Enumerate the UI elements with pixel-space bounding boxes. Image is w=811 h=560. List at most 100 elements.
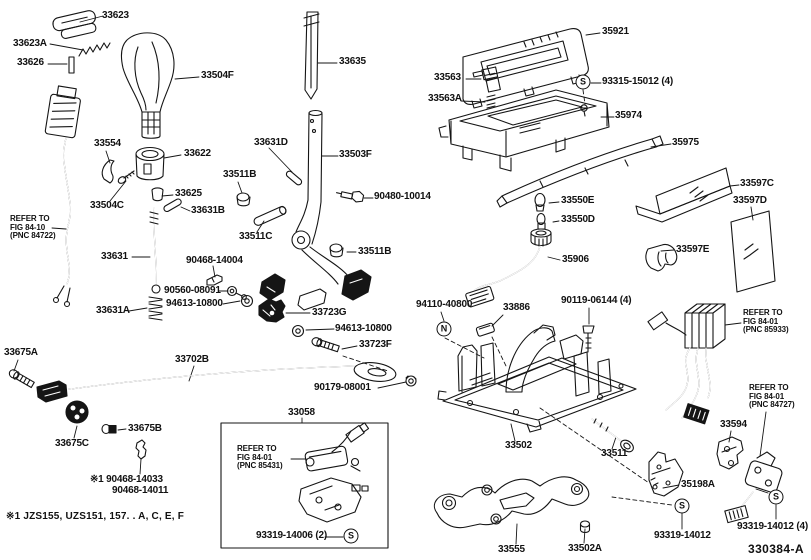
bulb-33550d [536,212,546,230]
part-label-33058: 33058 [288,407,315,418]
applicability-footnote: ※1 JZS155, UZS151, 157. . A, C, E, F [6,511,185,522]
clip-90468-14033 [135,439,147,460]
part-label-33723f: 33723F [359,339,392,350]
part-label-33503f: 33503F [339,149,372,160]
fastener-symbol-n: N [436,321,452,337]
spring-33623a [78,42,111,57]
bushing-33502a [579,520,591,534]
shift-knob-33504f [120,32,175,139]
wire-harness-85933 [647,303,726,425]
part-label-33623a: 33623A [13,38,47,49]
pin-33511c [253,205,287,226]
part-label-33511b: 33511B [223,169,257,180]
control-rod-33702b [36,362,397,403]
part-label-33597e: 33597E [676,244,710,255]
clip-90468-14004 [206,274,223,286]
cap-33675b [101,423,117,435]
bulb-33550e [534,192,546,212]
part-label-35975: 35975 [672,137,699,148]
fastener-symbol-s: S [768,489,784,505]
part-label-33886: 33886 [503,302,530,313]
figure-code: 330384-A [748,542,804,556]
clip-33554 [101,159,115,184]
part-label-35198a: 35198A [681,479,715,490]
part-label-33550d: 33550D [561,214,595,225]
indicator-housing-35974 [438,89,610,172]
part-label-33631: 33631 [101,251,128,262]
part-label-33622: 33622 [184,148,211,159]
part-label-33555: 33555 [498,544,525,555]
part-label-33597d: 33597D [733,195,767,206]
screw-33723f [311,337,340,353]
bracket-35198a [648,451,684,497]
screw-90119-06144 [582,325,595,353]
part-label-33504f: 33504F [201,70,234,81]
part-label-90468-14011: 90468-14011 [112,485,169,496]
part-label-33675b: 33675B [128,423,162,434]
bushing-33511b-lower [329,243,344,258]
part-label-94613-10800: 94613-10800 [335,323,392,334]
part-label-93319-14012-4: 93319-14012 (4) [737,521,808,532]
fastener-symbol-s: S [343,528,359,544]
cap-33625 [151,187,164,202]
part-label-33504c: 33504C [90,200,124,211]
pin-33626 [68,56,75,74]
part-label-33631a: 33631A [96,305,130,316]
part-label-33631b: 33631B [191,205,225,216]
rod-33631 [149,207,161,294]
part-label-33635: 33635 [339,56,366,67]
part-label-94613-10800: 94613-10800 [166,298,223,309]
leader-lines [13,15,777,545]
shift-lever-33503f [259,109,372,311]
part-label-33626: 33626 [17,57,44,68]
screw-33504c [117,170,135,184]
spring-33631a [148,296,163,321]
key-interlock-solenoid-assembly [298,422,370,523]
part-label-33631d: 33631D [254,137,288,148]
inset-box-33058 [220,422,389,549]
cushion-33597e [645,243,678,272]
washer-90560-08091 [226,285,247,300]
cushion-sheet-33597d [730,210,776,293]
part-label-33511c: 33511C [239,231,273,242]
part-label-33511: 33511 [601,448,628,459]
fastener-symbol-s: S [674,498,690,514]
part-label-90560-08091: 90560-08091 [164,285,221,296]
grommet-94613-10800-a [240,294,254,308]
sensor-with-wire-84727 [724,451,783,524]
cushion-plate-33597c [635,167,733,223]
pin-33631d [285,170,303,186]
part-label-33625: 33625 [175,188,202,199]
part-label-33723g: 33723G [312,307,347,318]
part-label-93319-14012: 93319-14012 [654,530,711,541]
bracket-33594 [716,436,744,470]
part-label-33675c: 33675C [55,438,89,449]
part-label-33702b: 33702B [175,354,209,365]
shift-knob-button-33623 [52,10,97,39]
part-label-33563: 33563 [434,72,461,83]
pin-33631b [163,198,182,213]
switch-33563 [481,66,501,93]
part-label-33554: 33554 [94,138,121,149]
spring-33563a [486,94,496,109]
part-label-1-90468-14033: ※1 90468-14033 [90,474,163,485]
part-label-90468-14004: 90468-14004 [186,255,243,266]
part-label-33594: 33594 [720,419,747,430]
part-label-35974: 35974 [615,110,642,121]
part-label-33675a: 33675A [4,347,38,358]
part-label-93315-15012-4: 93315-15012 (4) [602,76,673,87]
slide-cover-35975 [496,135,664,208]
part-label-90179-08001: 90179-08001 [314,382,371,393]
part-label-33502: 33502 [505,440,532,451]
rod-33635 [303,11,320,100]
collar-33622 [135,146,165,181]
part-label-33502a: 33502A [568,543,602,554]
bushing-33511b-upper [236,192,251,207]
clip-33886 [475,322,495,337]
nut-90179-08001 [405,375,417,387]
